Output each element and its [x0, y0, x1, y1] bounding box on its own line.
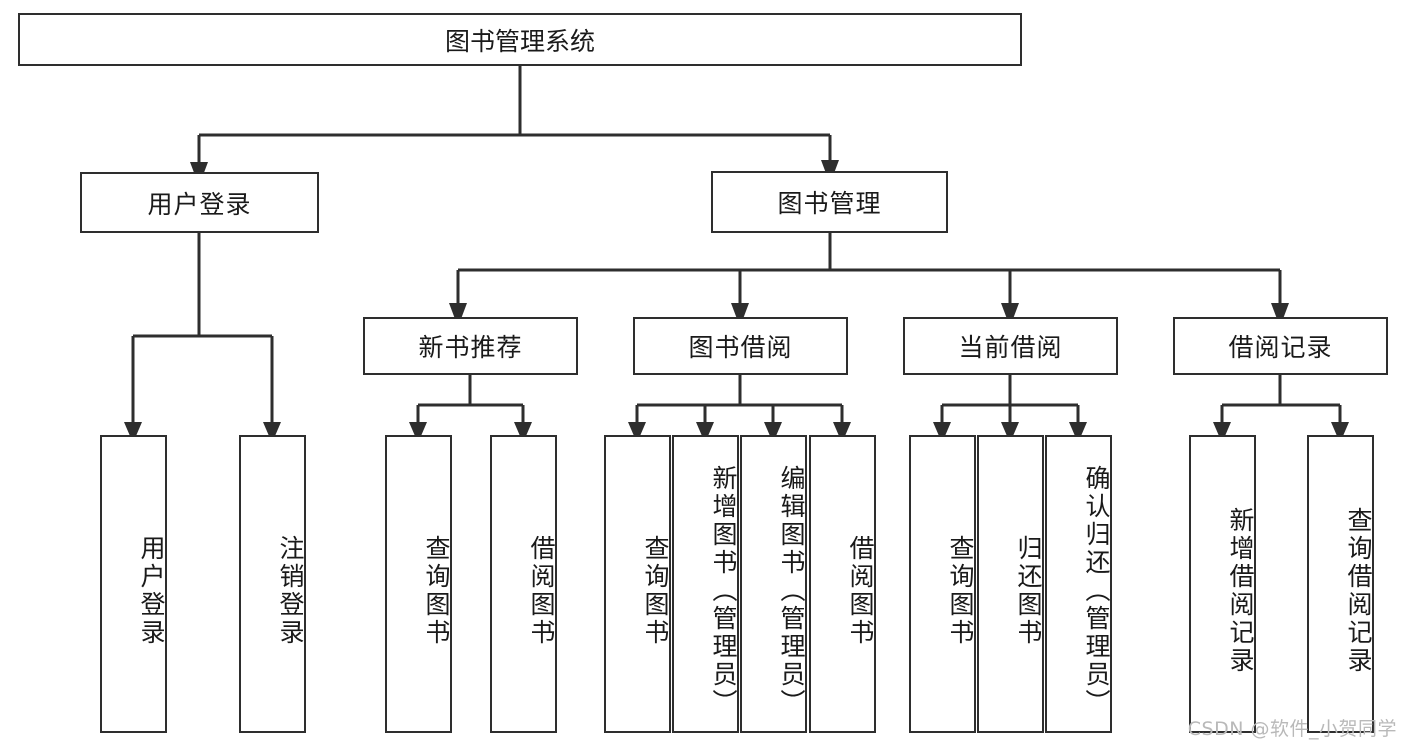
- node-label: 用户登录: [147, 189, 252, 219]
- node-label: 编辑图书（管理员）: [777, 465, 806, 717]
- node-current-borrow[interactable]: 当前借阅: [903, 317, 1118, 375]
- node-label: 归还图书: [1014, 535, 1043, 647]
- node-label: 借阅图书: [527, 535, 556, 647]
- node-label: 查询图书: [946, 535, 975, 647]
- leaf-add-book-admin[interactable]: 新增图书（管理员）: [672, 435, 739, 733]
- leaf-user-login[interactable]: 用户登录: [100, 435, 167, 733]
- leaf-query-book-recommend[interactable]: 查询图书: [385, 435, 452, 733]
- node-borrow-record[interactable]: 借阅记录: [1173, 317, 1388, 375]
- leaf-add-borrow-record[interactable]: 新增借阅记录: [1189, 435, 1256, 733]
- leaf-query-book-current[interactable]: 查询图书: [909, 435, 976, 733]
- node-book-borrow[interactable]: 图书借阅: [633, 317, 848, 375]
- node-label: 新书推荐: [418, 333, 523, 362]
- node-label: 图书管理: [777, 189, 882, 218]
- node-label: 注销登录: [276, 535, 305, 647]
- node-new-book-recommend[interactable]: 新书推荐: [363, 317, 578, 375]
- leaf-query-borrow-record[interactable]: 查询借阅记录: [1307, 435, 1374, 733]
- node-label: 图书管理系统: [444, 26, 595, 56]
- node-label: 借阅记录: [1228, 333, 1333, 362]
- node-label: 新增图书（管理员）: [709, 465, 738, 717]
- watermark-text: CSDN @软件_小贺同学: [1187, 718, 1397, 740]
- node-book-management[interactable]: 图书管理: [711, 171, 948, 233]
- leaf-borrow-book[interactable]: 借阅图书: [809, 435, 876, 733]
- node-label: 当前借阅: [958, 333, 1063, 362]
- node-label: 查询图书: [641, 535, 670, 647]
- node-label: 查询借阅记录: [1344, 507, 1373, 675]
- node-user-login[interactable]: 用户登录: [80, 172, 319, 233]
- leaf-return-book[interactable]: 归还图书: [977, 435, 1044, 733]
- node-label: 新增借阅记录: [1226, 507, 1255, 675]
- leaf-edit-book-admin[interactable]: 编辑图书（管理员）: [740, 435, 807, 733]
- node-label: 用户登录: [137, 535, 166, 647]
- leaf-query-book-borrow[interactable]: 查询图书: [604, 435, 671, 733]
- node-label: 借阅图书: [846, 535, 875, 647]
- leaf-user-logout[interactable]: 注销登录: [239, 435, 306, 733]
- node-label: 图书借阅: [688, 333, 793, 362]
- node-label: 确认归还（管理员）: [1082, 465, 1111, 717]
- leaf-borrow-book-recommend[interactable]: 借阅图书: [490, 435, 557, 733]
- leaf-confirm-return-admin[interactable]: 确认归还（管理员）: [1045, 435, 1112, 733]
- node-label: 查询图书: [422, 535, 451, 647]
- node-root-system[interactable]: 图书管理系统: [18, 13, 1022, 66]
